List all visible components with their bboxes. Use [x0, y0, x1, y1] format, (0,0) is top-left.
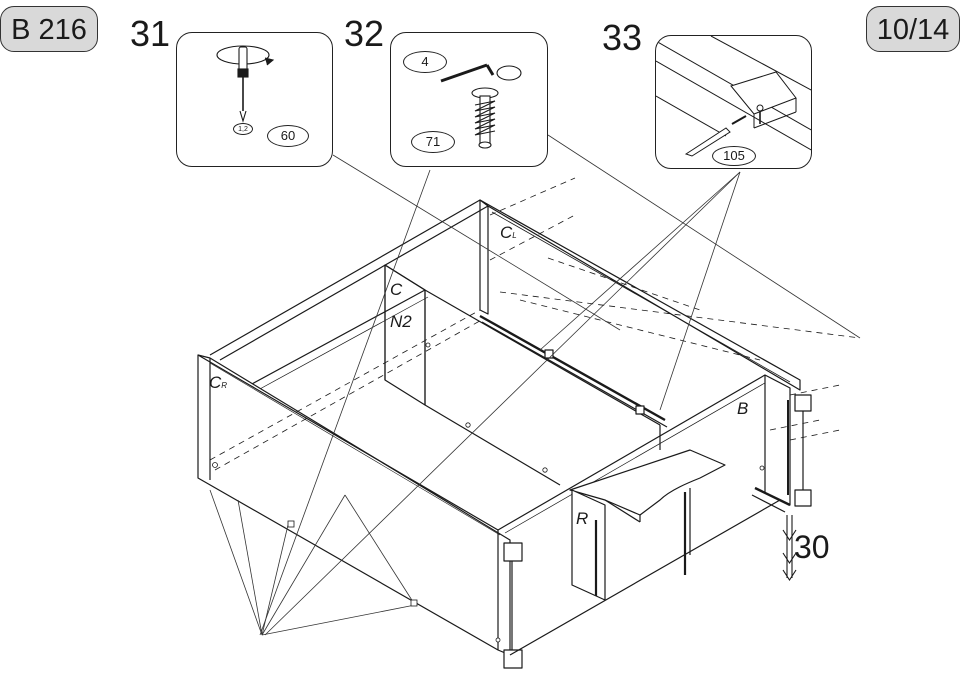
- bracket-detail-icon: [656, 36, 811, 157]
- page-indicator-tag: 10/14: [866, 6, 960, 52]
- step-number-33: 33: [602, 17, 643, 58]
- model-code-tag: B 216: [0, 6, 98, 52]
- part-id-4: 4: [403, 51, 447, 73]
- side-panel-b: [764, 374, 791, 506]
- shelf-r: [569, 449, 726, 516]
- panel-label-n2: N2: [390, 312, 412, 331]
- back-panel-cl: [479, 199, 489, 315]
- panel-label-b: B: [737, 399, 749, 418]
- part-id-60: 60: [267, 125, 309, 147]
- side-panel-cr: [197, 354, 511, 656]
- panel-label-cr: CR: [209, 373, 228, 392]
- panel-label-r: R: [576, 509, 589, 528]
- step-30-callout: 30: [794, 529, 830, 565]
- screwdriver-icon: [216, 45, 275, 123]
- rear-rail: [479, 199, 801, 391]
- panel-label-cl: CL: [500, 223, 517, 242]
- step-33-detail-box: 105: [655, 35, 812, 169]
- hex-key-and-bolt-icon: [440, 63, 522, 149]
- panel-label-c: C: [390, 280, 403, 299]
- step-31-detail-box: 1,2 60: [176, 32, 333, 167]
- step-number-31: 31: [130, 13, 171, 54]
- part-id-71: 71: [411, 131, 455, 153]
- step-32-detail-box: 4 71: [390, 32, 548, 167]
- step-number-32: 32: [344, 13, 385, 54]
- tool-mark-badge: 1,2: [233, 123, 253, 135]
- part-id-105: 105: [712, 146, 756, 166]
